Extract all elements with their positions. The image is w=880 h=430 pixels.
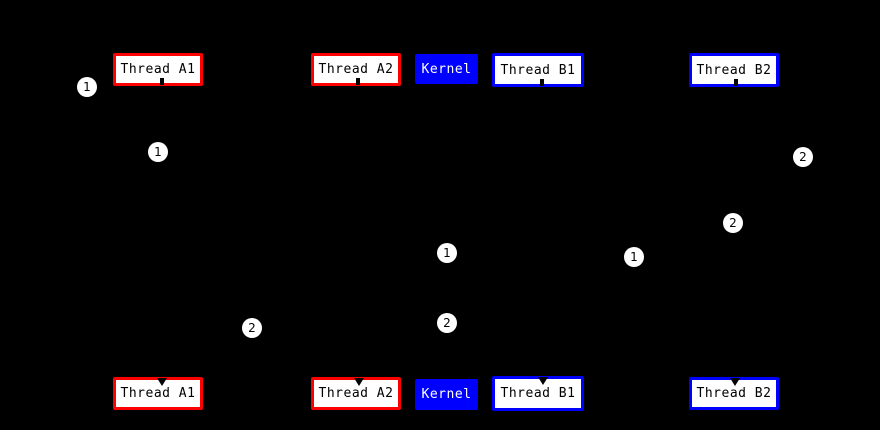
- step-marker-7: 2: [437, 313, 457, 333]
- thread-a2-top-label: Thread A2: [318, 62, 394, 77]
- lifeline-tick: [160, 78, 164, 85]
- thread-b1-top-label: Thread B1: [500, 62, 576, 78]
- kernel-top-box: Kernel: [415, 54, 478, 84]
- step-marker-number: 2: [729, 216, 737, 230]
- lifeline-tick: [734, 79, 738, 86]
- step-marker-number: 2: [248, 321, 256, 335]
- thread-b1-top-box: Thread B1: [492, 53, 584, 87]
- thread-b2-top-label: Thread B2: [696, 62, 772, 78]
- thread-a1-bottom-label: Thread A1: [120, 386, 196, 401]
- thread-b2-bottom-label: Thread B2: [696, 386, 772, 401]
- step-marker-1: 1: [77, 77, 97, 97]
- thread-a2-top-box: Thread A2: [311, 53, 401, 86]
- thread-b1-bottom-label: Thread B1: [500, 386, 576, 401]
- kernel-bottom-label: Kernel: [421, 387, 472, 402]
- thread-a2-bottom-box: Thread A2: [311, 377, 401, 410]
- thread-a1-top-box: Thread A1: [113, 53, 203, 86]
- kernel-top-label: Kernel: [421, 61, 472, 77]
- step-marker-number: 2: [799, 150, 807, 164]
- thread-a1-top-label: Thread A1: [120, 62, 196, 77]
- step-marker-number: 1: [630, 250, 638, 264]
- step-marker-6: 1: [624, 247, 644, 267]
- step-marker-5: 1: [437, 243, 457, 263]
- step-marker-8: 2: [242, 318, 262, 338]
- step-marker-number: 1: [154, 145, 162, 159]
- step-marker-2: 1: [148, 142, 168, 162]
- thread-b2-bottom-box: Thread B2: [689, 377, 779, 410]
- lifeline-arrowhead-icon: [354, 378, 364, 386]
- thread-a1-bottom-box: Thread A1: [113, 377, 203, 410]
- step-marker-4: 2: [723, 213, 743, 233]
- step-marker-number: 1: [443, 246, 451, 260]
- thread-b1-bottom-box: Thread B1: [492, 376, 584, 411]
- thread-b2-top-box: Thread B2: [689, 53, 779, 87]
- step-marker-number: 1: [83, 80, 91, 94]
- thread-a2-bottom-label: Thread A2: [318, 386, 394, 401]
- step-marker-3: 2: [793, 147, 813, 167]
- lifeline-arrowhead-icon: [730, 378, 740, 386]
- lifeline-arrowhead-icon: [157, 378, 167, 386]
- step-marker-number: 2: [443, 316, 451, 330]
- lifeline-arrowhead-icon: [538, 377, 548, 385]
- kernel-bottom-box: Kernel: [415, 379, 478, 410]
- lifeline-tick: [540, 79, 544, 86]
- lifeline-tick: [356, 78, 360, 85]
